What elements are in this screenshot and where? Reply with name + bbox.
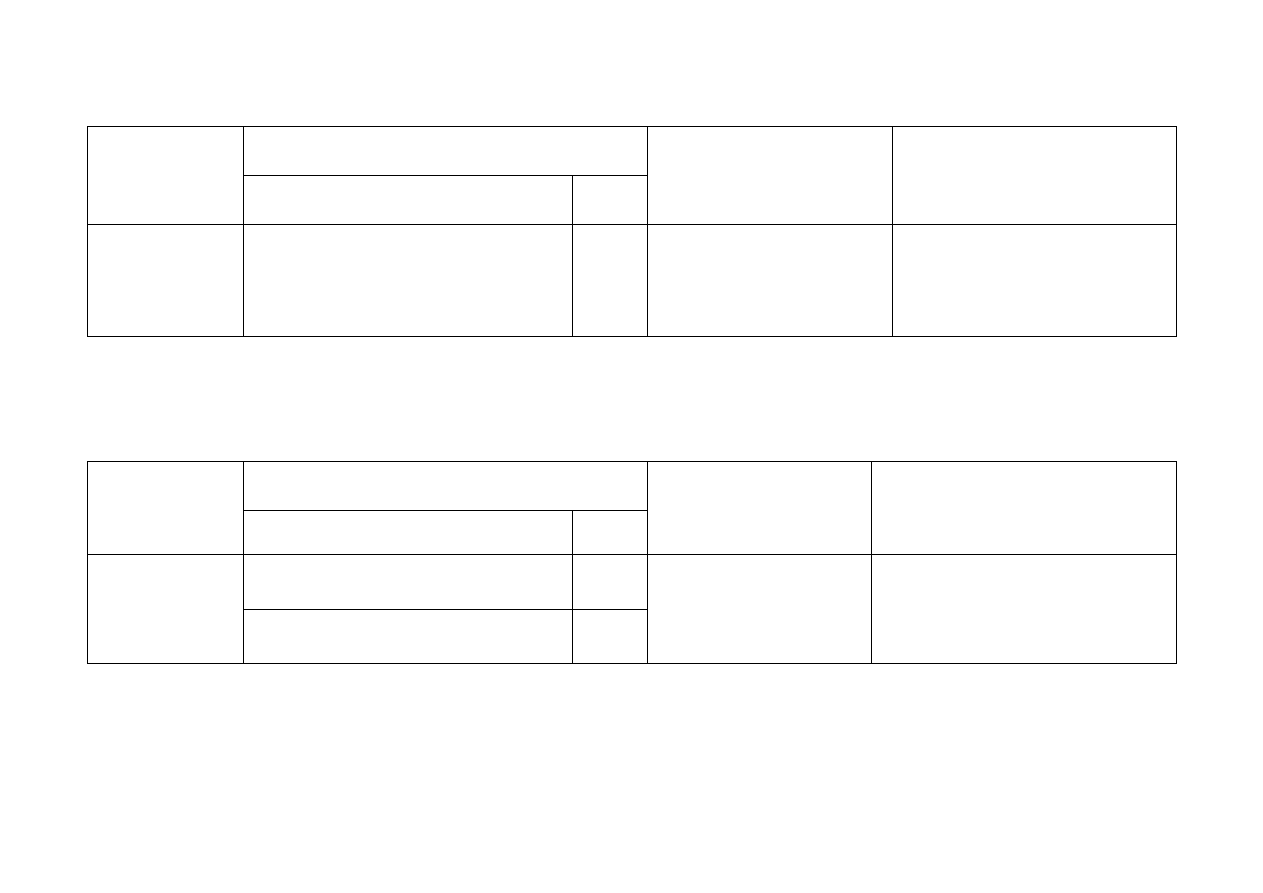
table-row bbox=[87, 224, 1177, 337]
table-1-cell bbox=[892, 224, 1177, 337]
table-1 bbox=[87, 126, 1177, 337]
table-1-header-group bbox=[243, 126, 648, 176]
table-2-header-col-1 bbox=[87, 461, 244, 555]
table-1-header-col-1 bbox=[87, 126, 244, 225]
table-2-cell bbox=[871, 554, 1177, 664]
table-2-cell bbox=[243, 554, 573, 610]
table-2-header-col-3 bbox=[647, 461, 872, 555]
table-2-header-col-4 bbox=[871, 461, 1177, 555]
table-1-cell bbox=[87, 224, 244, 337]
table-2-header-sub-b bbox=[572, 510, 648, 555]
table-2 bbox=[87, 461, 1177, 664]
table-row bbox=[88, 609, 1177, 664]
table-row bbox=[87, 554, 1177, 664]
table-1-cell bbox=[647, 224, 893, 337]
table-2-cell bbox=[87, 554, 244, 664]
table-2-cell bbox=[572, 609, 648, 664]
table-2-cell bbox=[647, 554, 872, 664]
table-2-cell bbox=[572, 554, 648, 610]
table-1-cell bbox=[243, 224, 573, 337]
table-1-header-sub-b bbox=[572, 175, 648, 225]
table-2-cell bbox=[243, 609, 573, 664]
table-1-header-col-3 bbox=[647, 126, 893, 225]
table-1-header-sub-a bbox=[243, 175, 573, 225]
table-1-cell bbox=[572, 224, 648, 337]
table-1-header-col-4 bbox=[892, 126, 1177, 225]
table-2-header-group bbox=[243, 461, 648, 511]
table-2-header-sub-a bbox=[243, 510, 573, 555]
